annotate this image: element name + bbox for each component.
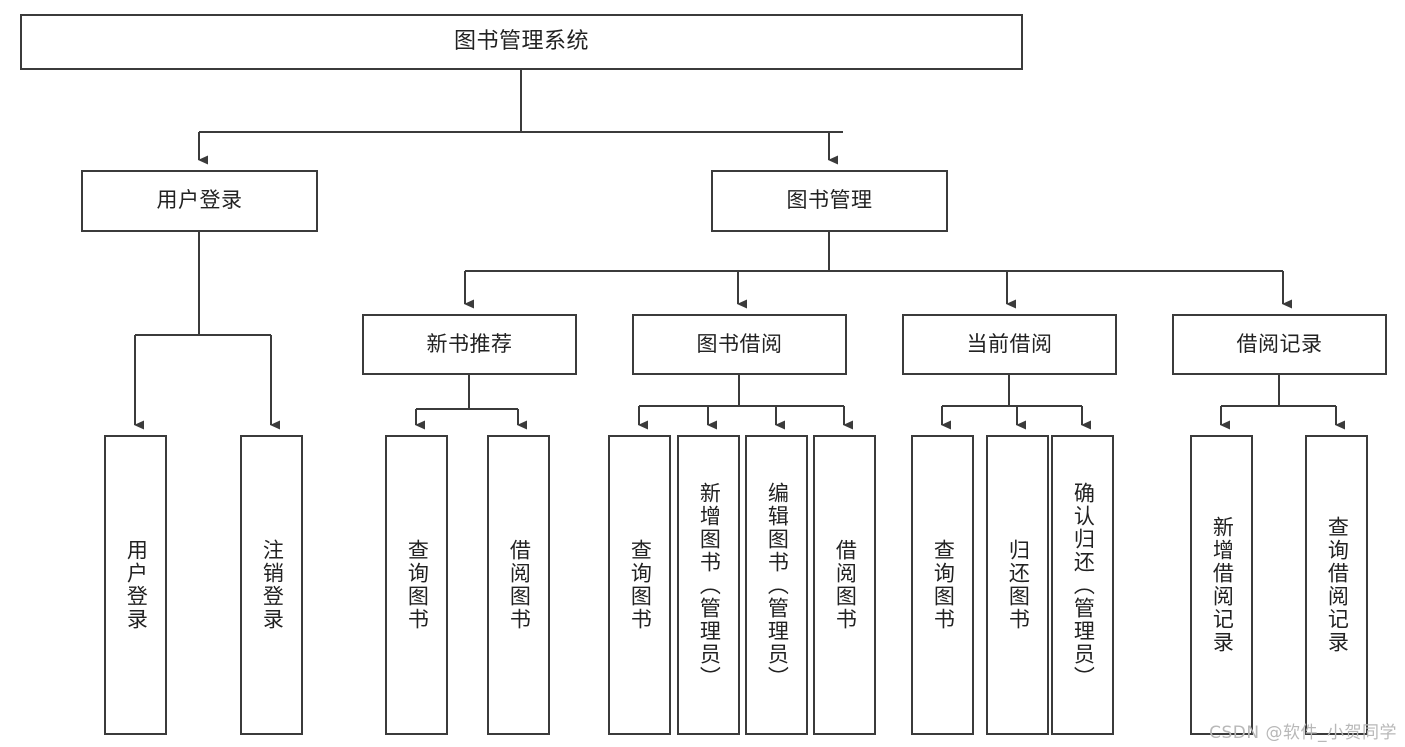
node-leaf-query-book-1-label: 查询图书 [405,539,430,631]
node-leaf-borrow-book-1[interactable]: 借阅图书 [487,435,550,735]
node-leaf-edit-book[interactable]: 编辑图书（管理员） [745,435,808,735]
node-user-login[interactable]: 用户登录 [81,170,318,232]
node-new-book-rec[interactable]: 新书推荐 [362,314,577,375]
node-leaf-add-book-label: 新增图书（管理员） [697,481,722,689]
node-leaf-query-book-1[interactable]: 查询图书 [385,435,448,735]
node-leaf-query-book-2-label: 查询图书 [628,539,653,631]
node-leaf-add-book[interactable]: 新增图书（管理员） [677,435,740,735]
node-leaf-confirm-return-label: 确认归还（管理员） [1071,481,1096,689]
node-book-borrow[interactable]: 图书借阅 [632,314,847,375]
node-current-borrow-label: 当前借阅 [966,331,1053,356]
node-leaf-return-book[interactable]: 归还图书 [986,435,1049,735]
node-borrow-record-label: 借阅记录 [1236,331,1323,356]
node-root[interactable]: 图书管理系统 [20,14,1023,70]
node-leaf-query-book-3[interactable]: 查询图书 [911,435,974,735]
node-leaf-query-book-2[interactable]: 查询图书 [608,435,671,735]
node-book-manage[interactable]: 图书管理 [711,170,948,232]
node-leaf-edit-book-label: 编辑图书（管理员） [765,481,790,689]
node-leaf-query-record-label: 查询借阅记录 [1325,516,1350,654]
node-leaf-add-record-label: 新增借阅记录 [1210,516,1235,654]
node-book-manage-label: 图书管理 [786,188,873,213]
node-leaf-borrow-book-2-label: 借阅图书 [833,539,858,631]
node-leaf-logout-login-label: 注销登录 [260,539,285,631]
node-new-book-rec-label: 新书推荐 [426,331,513,356]
node-leaf-user-login[interactable]: 用户登录 [104,435,167,735]
node-book-borrow-label: 图书借阅 [696,331,783,356]
node-leaf-return-book-label: 归还图书 [1006,539,1031,631]
node-borrow-record[interactable]: 借阅记录 [1172,314,1387,375]
node-leaf-add-record[interactable]: 新增借阅记录 [1190,435,1253,735]
node-leaf-query-book-3-label: 查询图书 [931,539,956,631]
node-root-label: 图书管理系统 [453,28,589,54]
node-leaf-logout-login[interactable]: 注销登录 [240,435,303,735]
node-leaf-user-login-label: 用户登录 [124,539,149,631]
node-leaf-borrow-book-2[interactable]: 借阅图书 [813,435,876,735]
node-current-borrow[interactable]: 当前借阅 [902,314,1117,375]
csdn-watermark: CSDN @软件_小贺同学 [1209,723,1397,743]
node-leaf-confirm-return[interactable]: 确认归还（管理员） [1051,435,1114,735]
node-user-login-label: 用户登录 [156,188,243,213]
node-leaf-borrow-book-1-label: 借阅图书 [507,539,532,631]
node-leaf-query-record[interactable]: 查询借阅记录 [1305,435,1368,735]
